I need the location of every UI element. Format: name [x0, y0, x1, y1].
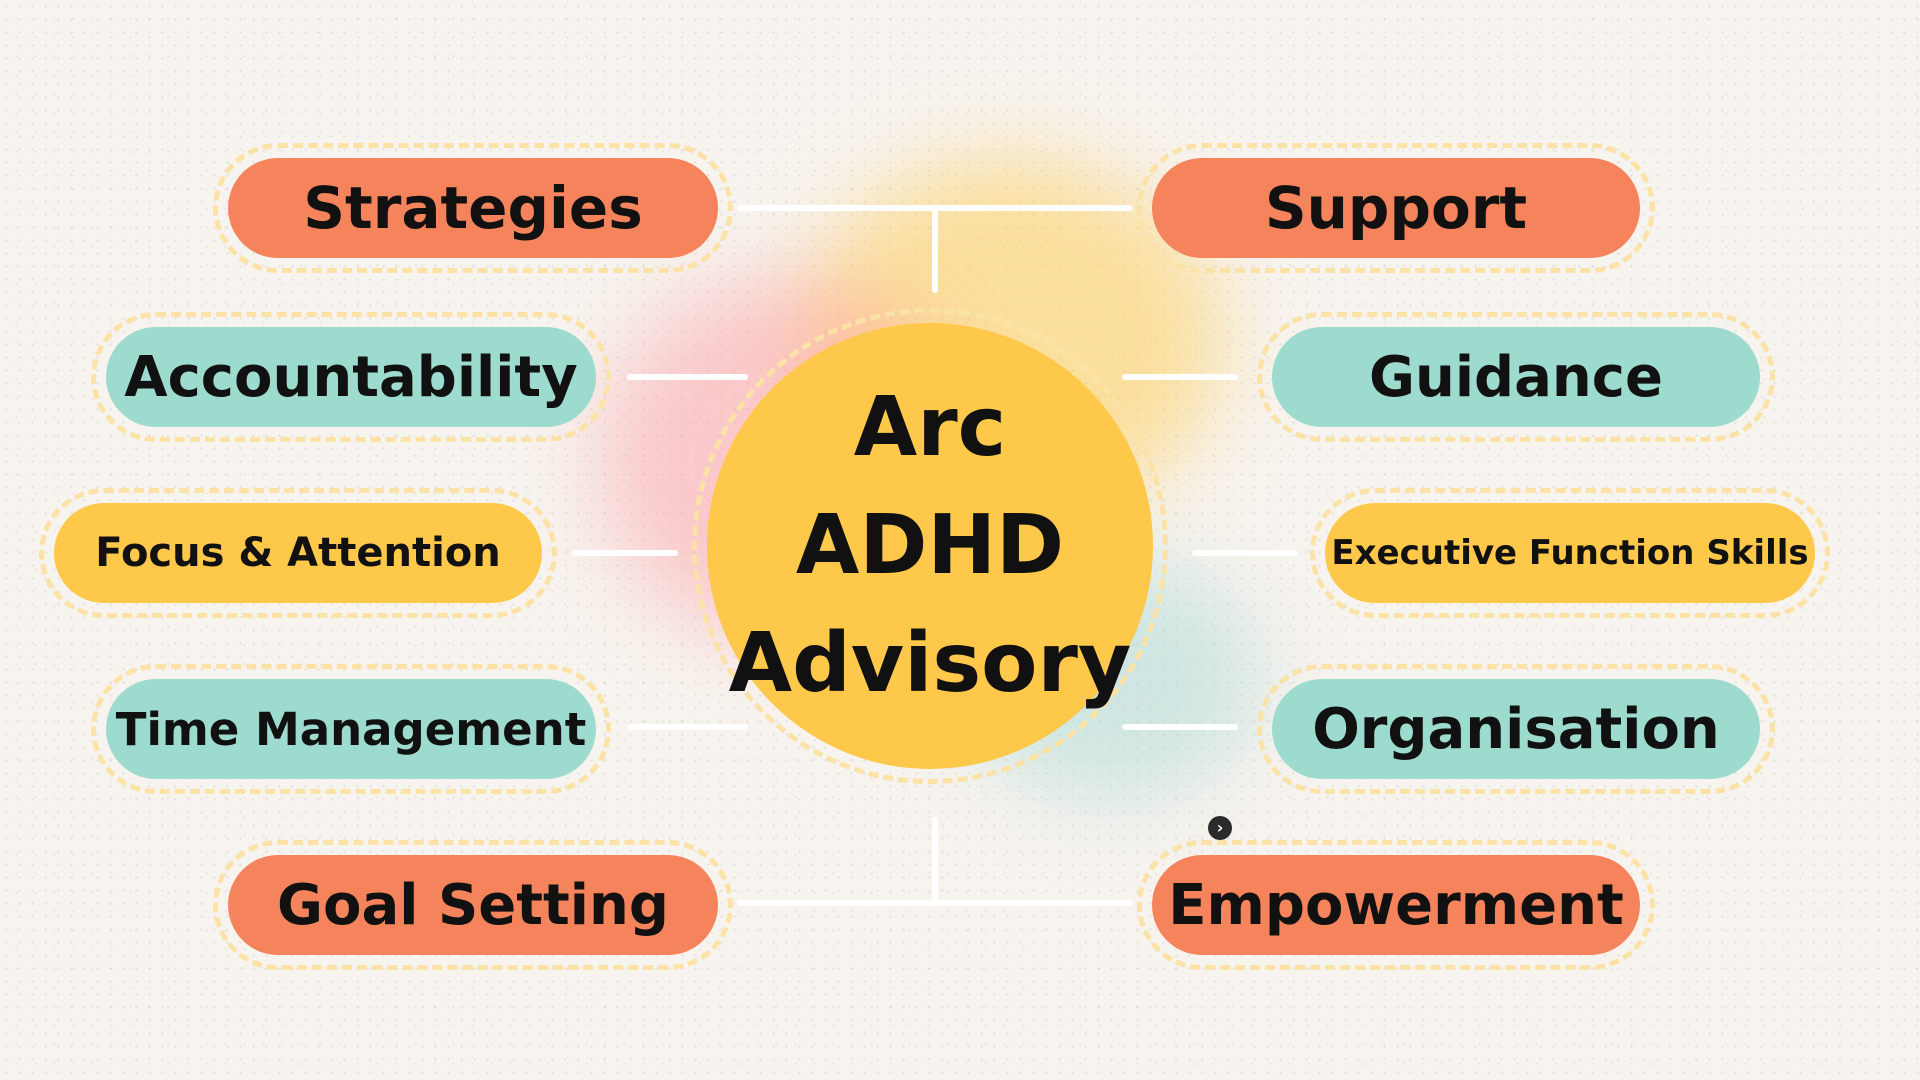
connector-bottom: [737, 817, 1133, 906]
node-time-management: Time Management: [91, 664, 611, 794]
node-support-label: Support: [1264, 174, 1528, 242]
node-executive-function-skills: Executive Function Skills: [1310, 488, 1830, 618]
node-organisation-label: Organisation: [1312, 696, 1720, 762]
center-title-line-3: Advisory: [728, 616, 1132, 711]
center-title-line-1: Arc: [853, 380, 1007, 475]
node-strategies: Strategies: [213, 143, 733, 273]
connector-top: [737, 205, 1133, 293]
chevron-right-icon[interactable]: ›: [1208, 816, 1232, 840]
node-support: Support: [1137, 143, 1655, 273]
node-guidance: Guidance: [1257, 312, 1775, 442]
center-node: Arc ADHD Advisory: [707, 323, 1153, 769]
node-guidance-label: Guidance: [1369, 344, 1663, 410]
node-focus-attention: Focus & Attention: [39, 488, 557, 618]
node-executive-function-skills-label: Executive Function Skills: [1331, 533, 1809, 573]
node-goal-setting: Goal Setting: [213, 840, 733, 970]
node-focus-attention-label: Focus & Attention: [95, 530, 501, 576]
node-goal-setting-label: Goal Setting: [277, 872, 669, 938]
node-accountability-label: Accountability: [124, 344, 578, 410]
node-organisation: Organisation: [1257, 664, 1775, 794]
node-time-management-label: Time Management: [115, 702, 587, 756]
node-strategies-label: Strategies: [303, 174, 643, 242]
node-empowerment: Empowerment: [1137, 840, 1655, 970]
node-accountability: Accountability: [91, 312, 611, 442]
center-dashed-ring: [692, 308, 1168, 784]
node-empowerment-label: Empowerment: [1168, 872, 1624, 938]
center-title-line-2: ADHD: [795, 498, 1065, 593]
